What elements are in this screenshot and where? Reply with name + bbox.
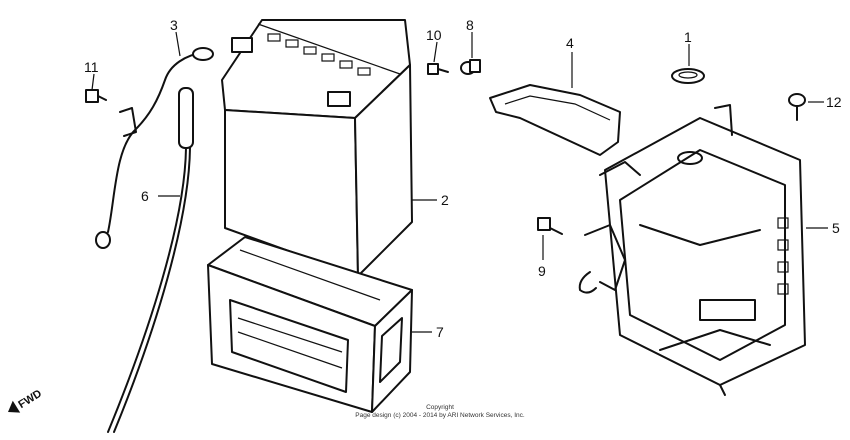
callout-12: 12 xyxy=(826,94,842,110)
callout-2: 2 xyxy=(441,192,449,208)
grommet xyxy=(671,68,705,84)
callout-10: 10 xyxy=(426,27,442,43)
callout-7: 7 xyxy=(436,324,444,340)
bolt-8 xyxy=(460,59,481,75)
battery-tray xyxy=(207,236,413,413)
battery xyxy=(221,19,413,277)
leader-lines xyxy=(91,31,828,333)
callout-3: 3 xyxy=(170,17,178,33)
callout-8: 8 xyxy=(466,17,474,33)
battery-holder xyxy=(578,104,806,396)
battery-band xyxy=(489,84,621,156)
callout-5: 5 xyxy=(832,220,840,236)
arrow-icon xyxy=(8,400,21,413)
bolt-9 xyxy=(537,217,563,235)
fwd-label: FWD xyxy=(16,388,44,411)
bolt-12 xyxy=(788,93,806,121)
bolt-11 xyxy=(85,89,107,103)
bolt-10 xyxy=(427,63,449,75)
fwd-arrow: FWD xyxy=(8,388,44,413)
callouts: 3 11 10 8 4 1 12 2 5 6 7 9 xyxy=(84,17,842,340)
callout-6: 6 xyxy=(141,188,149,204)
callout-1: 1 xyxy=(684,29,692,45)
breather-tube xyxy=(107,87,194,433)
copyright-notice: Copyright Page design (c) 2004 - 2014 by… xyxy=(330,404,550,420)
battery-cable xyxy=(95,47,214,249)
copyright-line1: Copyright xyxy=(426,404,454,411)
callout-9: 9 xyxy=(538,263,546,279)
callout-4: 4 xyxy=(566,35,574,51)
callout-11: 11 xyxy=(84,59,99,75)
copyright-line2: Page design (c) 2004 - 2014 by ARI Netwo… xyxy=(355,412,525,419)
